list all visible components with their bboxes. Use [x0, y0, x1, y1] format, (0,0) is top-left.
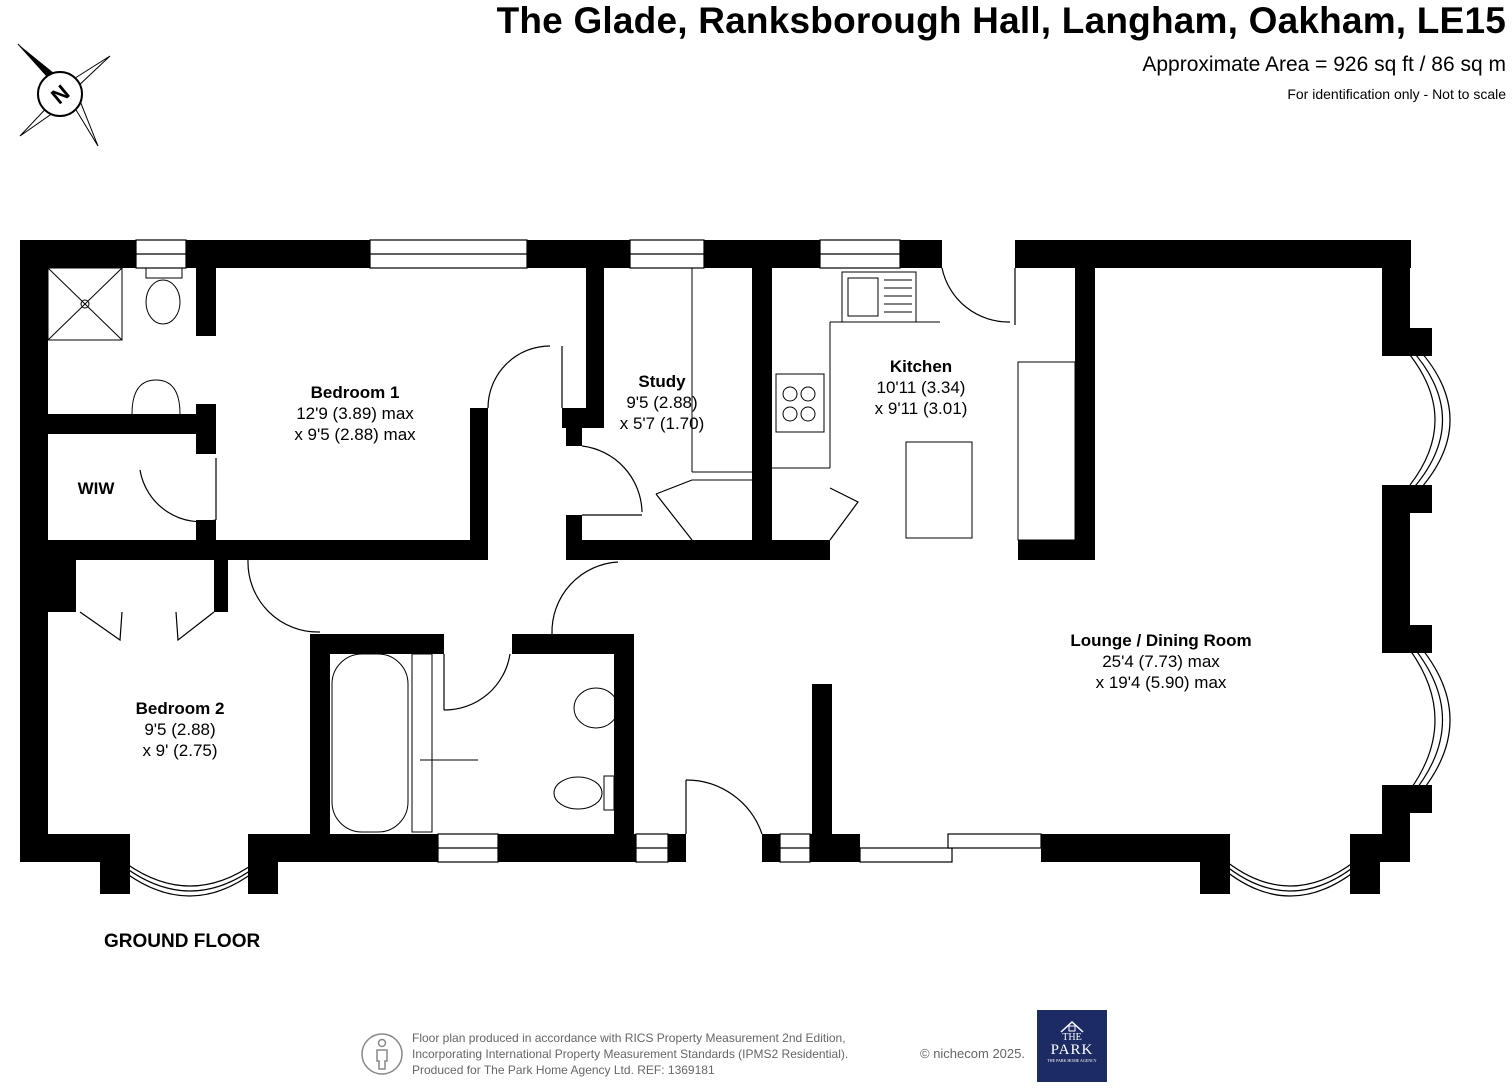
fixtures: [47, 267, 1076, 833]
room-name: Bedroom 2: [135, 699, 225, 718]
footer-line: Produced for The Park Home Agency Ltd. R…: [412, 1063, 715, 1077]
room-name: Study: [638, 372, 686, 391]
room-dimension: x 9'11 (3.01): [874, 399, 968, 418]
logo-text: THE PARK HOME AGENCY: [1047, 1058, 1097, 1063]
room-dimension: x 5'7 (1.70): [619, 414, 705, 433]
room-dimension: 9'5 (2.88): [144, 720, 216, 739]
room-dimension: 12'9 (3.89) max: [296, 404, 414, 423]
doors: [79, 267, 1016, 835]
room-label-study: Study 9'5 (2.88) x 5'7 (1.70): [620, 371, 705, 434]
property-title: The Glade, Ranksborough Hall, Langham, O…: [496, 0, 1506, 41]
walls: [20, 240, 1432, 894]
room-name: WIW: [77, 479, 115, 498]
room-dimension: 10'11 (3.34): [876, 378, 966, 397]
identification-note: For identification only - Not to scale: [1287, 86, 1506, 102]
room-label-kitchen: Kitchen 10'11 (3.34) x 9'11 (3.01): [875, 356, 968, 419]
room-label-lounge-dining: Lounge / Dining Room 25'4 (7.73) max x 1…: [1070, 630, 1251, 693]
room-name: Kitchen: [889, 357, 953, 376]
room-dimension: x 9' (2.75): [142, 741, 218, 760]
room-name: Bedroom 1: [310, 383, 400, 402]
room-label-bedroom-1: Bedroom 1 12'9 (3.89) max x 9'5 (2.88) m…: [294, 382, 415, 445]
room-dimension: x 19'4 (5.90) max: [1095, 673, 1227, 692]
room-name: Lounge / Dining Room: [1070, 631, 1252, 650]
room-dimension: 9'5 (2.88): [626, 393, 698, 412]
footer-line: Incorporating International Property Mea…: [412, 1047, 849, 1061]
windows: [135, 239, 1042, 863]
footer-line: Floor plan produced in accordance with R…: [412, 1031, 846, 1045]
room-dimension: x 9'5 (2.88) max: [294, 425, 416, 444]
floor-label: GROUND FLOOR: [104, 931, 261, 952]
copyright-notice: © nichecom 2025.: [920, 1046, 1025, 1061]
approximate-area: Approximate Area = 926 sq ft / 86 sq m: [1142, 53, 1506, 76]
house-icon: [1060, 1020, 1084, 1033]
person-icon: [361, 1033, 403, 1075]
footer-notes: Floor plan produced in accordance with R…: [412, 1030, 848, 1078]
logo-text: PARK: [1050, 1042, 1094, 1058]
room-dimension: 25'4 (7.73) max: [1102, 652, 1220, 671]
room-label-bedroom-2: Bedroom 2 9'5 (2.88) x 9' (2.75): [136, 698, 225, 761]
room-label-wiw: WIW: [78, 478, 115, 499]
north-compass-icon: N: [17, 43, 111, 147]
logo-text: THE: [1062, 1032, 1082, 1043]
bay-windows: [111, 339, 1451, 897]
park-home-agency-logo: THE PARK THE PARK HOME AGENCY: [1037, 1010, 1107, 1082]
